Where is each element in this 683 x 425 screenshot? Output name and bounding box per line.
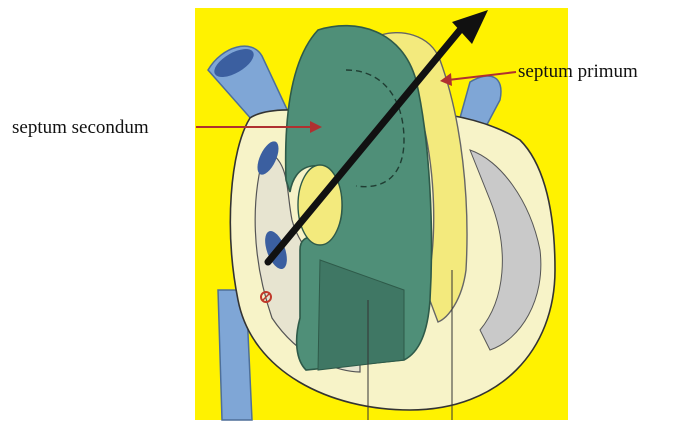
septum-secondum-label: septum secondum [12,118,149,137]
septum-primum-label: septum primum [518,62,638,81]
